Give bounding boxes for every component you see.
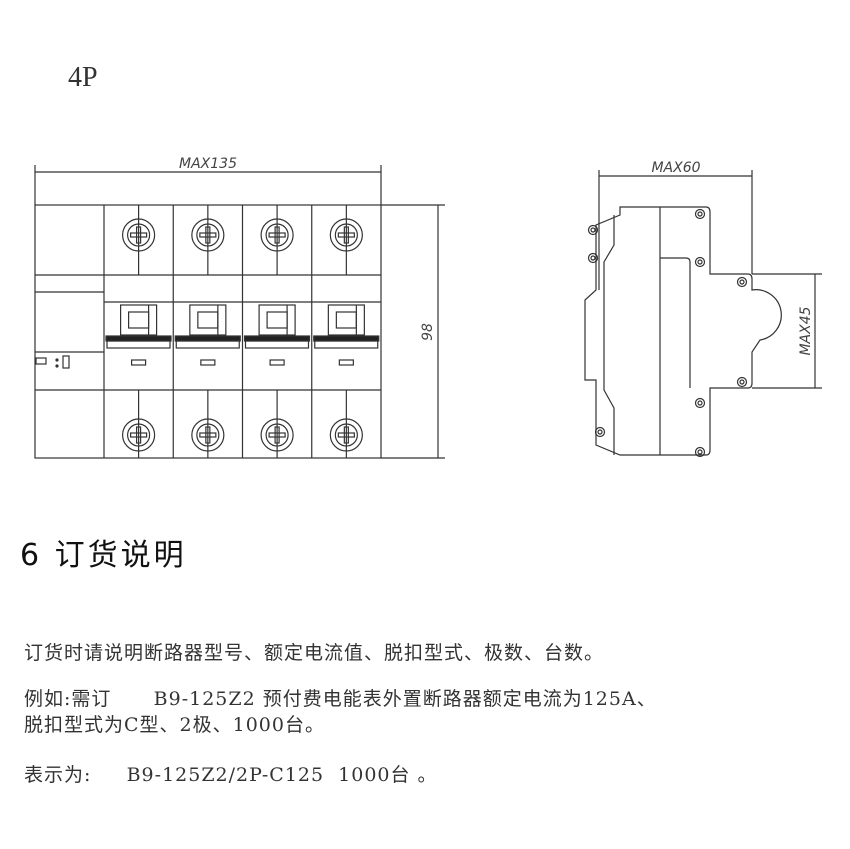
- terminal-screw-icon: [329, 418, 363, 452]
- width-dimension-label: MAX135: [179, 156, 237, 172]
- terminal-screw-icon: [122, 418, 156, 452]
- rivet-icon: [587, 224, 599, 236]
- toggle-handle: [258, 304, 296, 336]
- terminal-screw-icon: [329, 218, 363, 252]
- terminal-screw-icon: [191, 418, 225, 452]
- terminal-screw-icon: [191, 218, 225, 252]
- breaker-dimension-drawing: MAX135 98 MAX60 MAX45: [34, 156, 822, 459]
- front-dimension-label: MAX45: [798, 306, 814, 355]
- order-code: 表示为: B9-125Z2/2P-C125 1000台 。: [24, 764, 438, 786]
- pole-module: [103, 205, 173, 458]
- rivet-icon: [594, 426, 606, 438]
- toggle-handle: [189, 304, 227, 336]
- terminal-screw-icon: [260, 218, 294, 252]
- terminal-screw-icon: [260, 418, 294, 452]
- height-dimension-label: 98: [420, 323, 436, 341]
- front-view: MAX135 98: [34, 156, 445, 459]
- rivet-icon: [694, 397, 706, 409]
- rivet-icon: [736, 276, 748, 288]
- section-heading: 6 订货说明: [20, 538, 187, 573]
- pole-module: [241, 205, 312, 458]
- rivet-icon: [694, 208, 706, 220]
- toggle-handle: [119, 304, 158, 336]
- toggle-handle: [327, 304, 365, 336]
- rivet-icon: [694, 256, 706, 268]
- terminal-screw-icon: [122, 218, 156, 252]
- order-example: 例如:需订 B9-125Z2 预付费电能表外置断路器额定电流为125A、: [24, 688, 657, 710]
- rivet-icon: [736, 376, 748, 388]
- rivet-icon: [587, 252, 599, 264]
- rivet-icon: [694, 446, 706, 458]
- order-instructions: 订货时请说明断路器型号、额定电流值、脱扣型式、极数、台数。: [24, 642, 605, 664]
- depth-dimension-label: MAX60: [651, 160, 700, 176]
- pole-module: [311, 205, 381, 458]
- pole-module: [172, 205, 243, 458]
- side-view: MAX60 MAX45: [584, 160, 822, 458]
- pole-count-label: 4P: [68, 62, 98, 93]
- order-example-cont: 脱扣型式为C型、2极、1000台。: [24, 714, 325, 736]
